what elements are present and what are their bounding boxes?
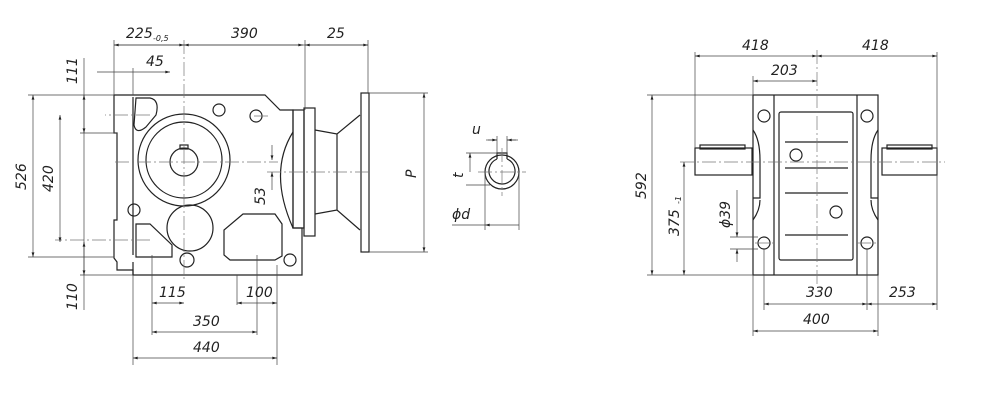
dim-526: 526 [14, 163, 30, 190]
dim-115: 115 [159, 285, 186, 301]
dim-203: 203 [771, 63, 798, 79]
dim-u: u [472, 122, 481, 138]
dim-45: 45 [146, 54, 164, 70]
dim-225-tolerance: -0,5 [153, 34, 169, 43]
dim-39: ϕ39 [718, 201, 734, 228]
dim-d: ϕd [452, 207, 470, 223]
front-view [55, 40, 370, 280]
dim-375-tolerance: -1 [674, 196, 683, 204]
dim-110: 110 [65, 283, 81, 310]
dim-P: P [404, 169, 420, 178]
dim-440: 440 [193, 340, 220, 356]
dim-253: 253 [889, 285, 916, 301]
side-dimensions: 418 418 203 592 375 -1 ϕ39 330 253 400 [634, 38, 938, 336]
shaft-section: u t ϕd [451, 122, 526, 230]
dim-25: 25 [327, 26, 345, 42]
dim-400: 400 [803, 312, 830, 328]
dim-225: 225 [126, 26, 153, 42]
dim-390: 390 [231, 26, 258, 42]
dim-100: 100 [246, 285, 273, 301]
dim-418-left: 418 [742, 38, 769, 54]
dim-418-right: 418 [862, 38, 889, 54]
dim-t: t [451, 172, 467, 178]
dim-592: 592 [634, 172, 650, 199]
dim-420: 420 [41, 165, 57, 192]
dim-111: 111 [65, 57, 81, 84]
side-view [680, 50, 945, 285]
dim-350: 350 [193, 314, 220, 330]
dim-330: 330 [806, 285, 833, 301]
front-dimensions: 225 -0,5 390 25 45 526 420 111 110 53 P … [14, 26, 428, 365]
dim-53: 53 [253, 187, 269, 205]
dim-375: 375 [667, 209, 683, 236]
